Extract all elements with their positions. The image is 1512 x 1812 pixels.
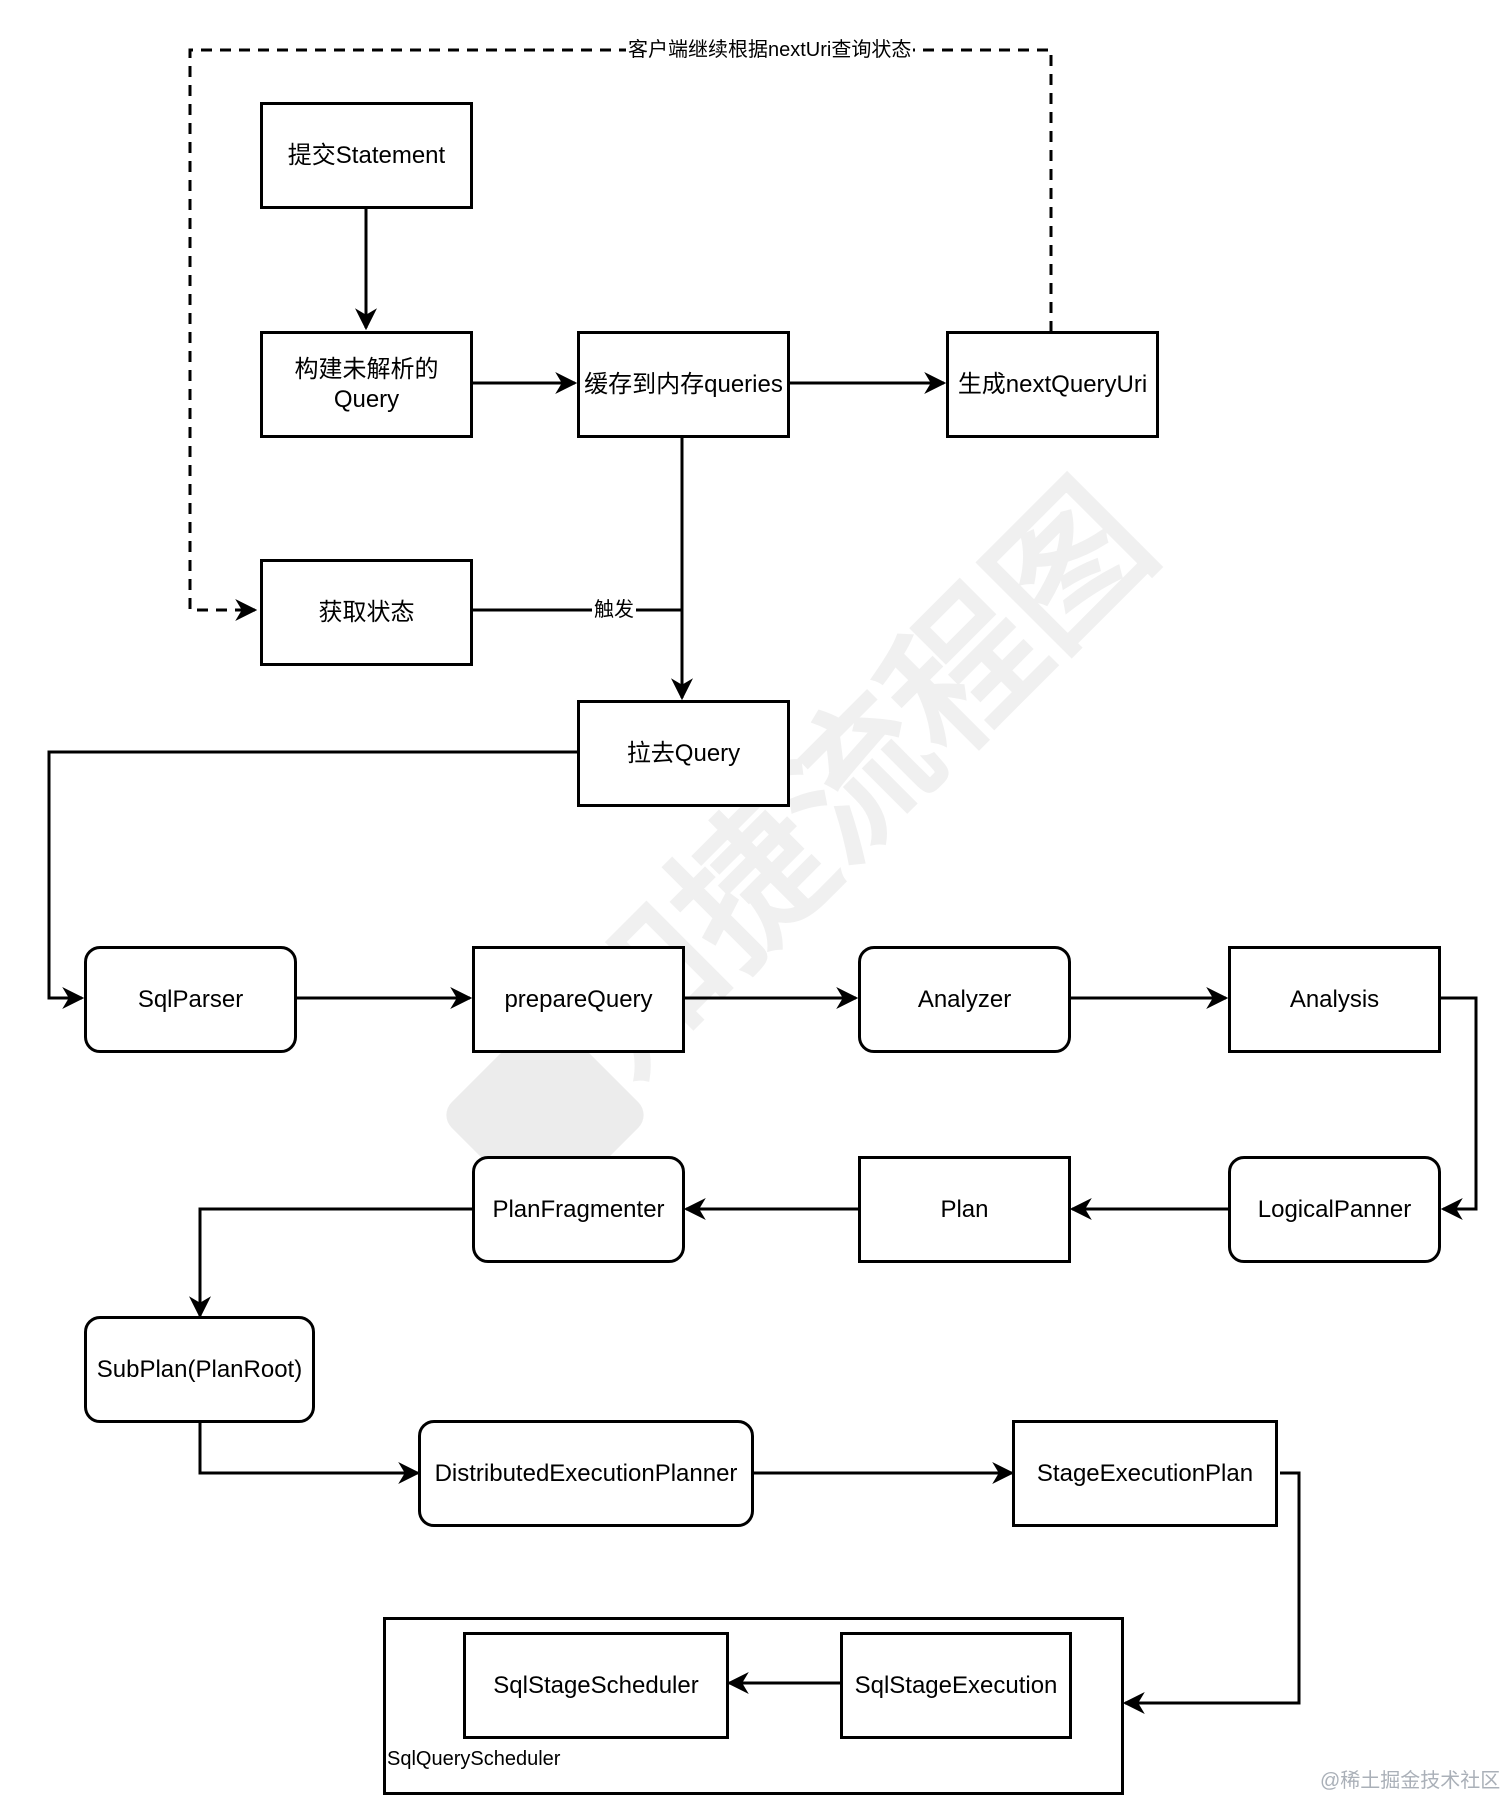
edge-poll-loop <box>188 48 1053 621</box>
edge-subplan-to-distributed <box>198 1421 421 1484</box>
poll-loop-label: 客户端继续根据nextUri查询状态 <box>626 39 914 61</box>
node-logical-planner[interactable]: LogicalPanner <box>1228 1156 1441 1263</box>
node-stage-execution-plan[interactable]: StageExecutionPlan <box>1012 1420 1278 1527</box>
node-pull-query[interactable]: 拉去Query <box>577 700 790 807</box>
node-sql-parser[interactable]: SqlParser <box>84 946 297 1053</box>
node-cache-queries[interactable]: 缓存到内存queries <box>577 331 790 438</box>
node-plan-fragmenter[interactable]: PlanFragmenter <box>472 1156 685 1263</box>
node-get-status[interactable]: 获取状态 <box>260 559 473 666</box>
node-submit-statement[interactable]: 提交Statement <box>260 102 473 209</box>
container-sql-query-scheduler-label: SqlQueryScheduler <box>387 1748 561 1770</box>
node-analysis[interactable]: Analysis <box>1228 946 1441 1053</box>
watermark-corner-text: @稀土掘金技术社区 <box>1320 1770 1501 1792</box>
edge-stageplan-to-scheduler <box>1122 1471 1301 1714</box>
node-sql-stage-execution[interactable]: SqlStageExecution <box>840 1632 1072 1739</box>
node-build-unparsed-query[interactable]: 构建未解析的 Query <box>260 331 473 438</box>
node-prepare-query[interactable]: prepareQuery <box>472 946 685 1053</box>
trigger-label: 触发 <box>592 599 636 621</box>
edge-analysis-to-logical <box>1440 996 1478 1220</box>
node-sql-stage-scheduler[interactable]: SqlStageScheduler <box>463 1632 729 1739</box>
node-generate-next-query-uri[interactable]: 生成nextQueryUri <box>946 331 1159 438</box>
node-plan[interactable]: Plan <box>858 1156 1071 1263</box>
container-sql-query-scheduler[interactable] <box>383 1617 1124 1795</box>
node-subplan[interactable]: SubPlan(PlanRoot) <box>84 1316 315 1423</box>
edge-pull-to-sqlparser <box>47 750 577 1009</box>
edge-fragmenter-to-subplan <box>189 1207 472 1319</box>
node-analyzer[interactable]: Analyzer <box>858 946 1071 1053</box>
node-distributed-execution-planner[interactable]: DistributedExecutionPlanner <box>418 1420 754 1527</box>
